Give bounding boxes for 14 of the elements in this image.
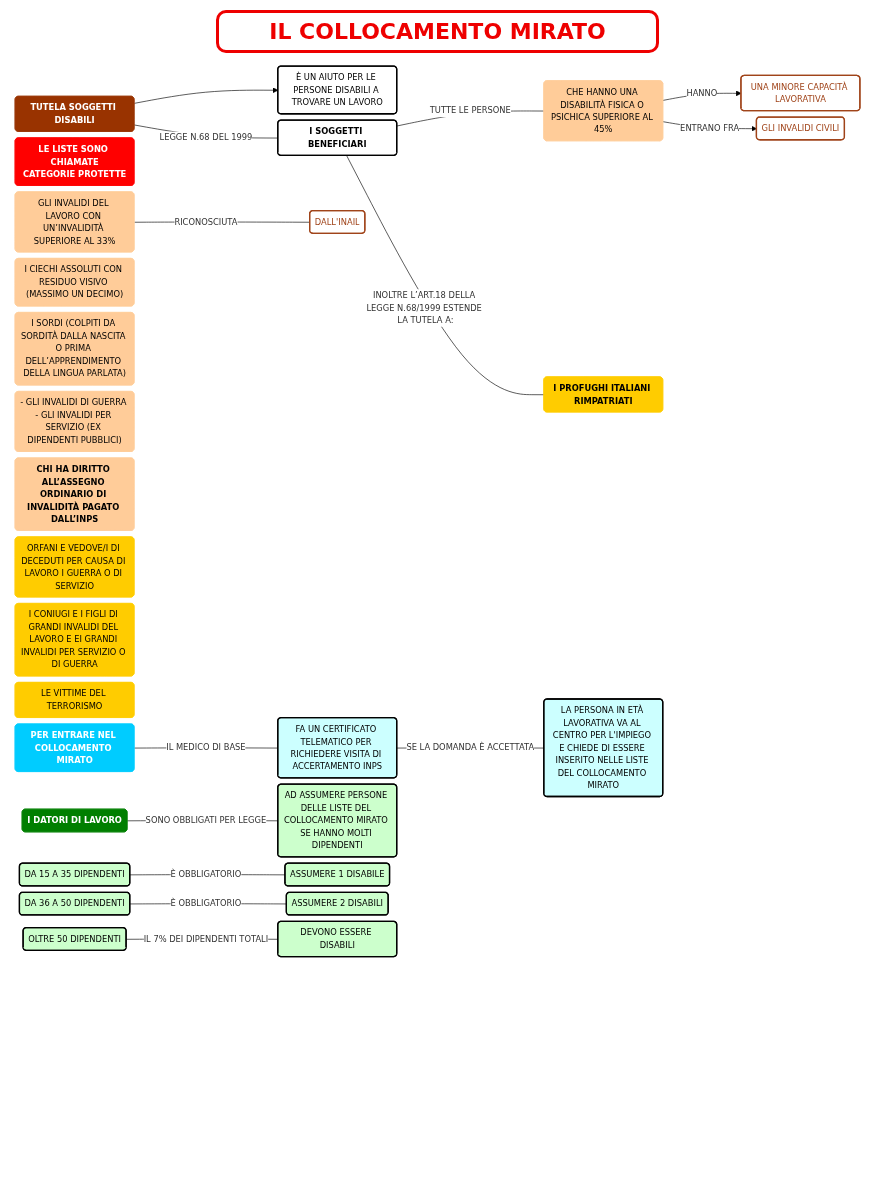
edge-label: SONO OBBLIGATI PER LEGGE (145, 815, 267, 826)
edge-label: INOLTRE L’ART.18 DELLA LEGGE N.68/1999 ESTENDE LA TUTELA A: (366, 290, 482, 325)
edge-label: HANNO (686, 88, 718, 98)
connector (346, 155, 545, 396)
edge-label: È OBBLIGATORIO (170, 898, 242, 909)
edge-label: SE LA DOMANDA È ACCETTATA (406, 742, 535, 753)
edge-label: TUTTE LE PERSONE (429, 105, 511, 116)
edge-label: È OBBLIGATORIO (170, 869, 242, 880)
edge-label: IL MEDICO DI BASE (166, 742, 246, 753)
edge-label: IL 7% DEI DIPENDENTI TOTALI (143, 934, 269, 944)
edge-label: LEGGE N.68 DEL 1999 (159, 132, 253, 143)
title: IL COLLOCAMENTO MIRATO (216, 10, 659, 53)
edge-label: ENTRANO FRA (680, 123, 740, 134)
edge-label: RICONOSCIUTA (174, 216, 238, 227)
